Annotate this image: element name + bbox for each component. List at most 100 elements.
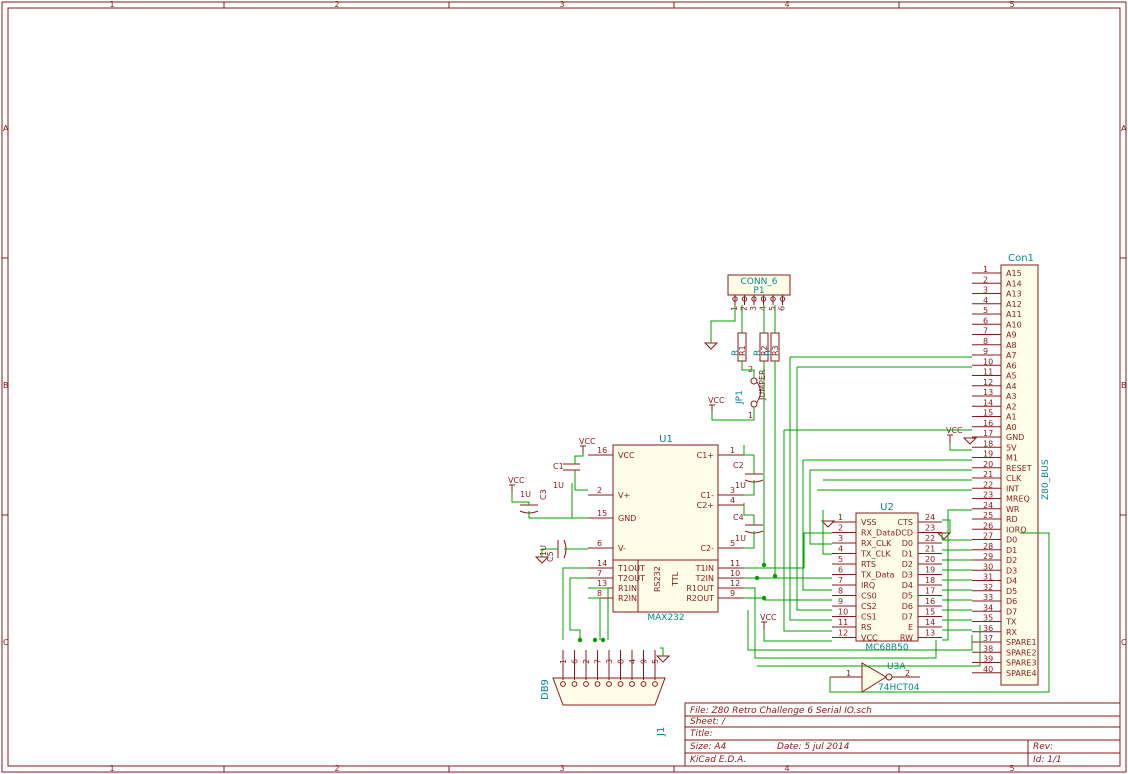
- u2-pin-name: RTS: [861, 560, 876, 569]
- con1-pin-number: 36: [983, 624, 993, 633]
- u1-pin-name: T1OUT: [617, 564, 645, 573]
- u3-pin-in: 1: [846, 669, 851, 678]
- frame-col-label-top: 1: [109, 0, 114, 9]
- con1-pin-name: A14: [1006, 279, 1022, 288]
- title-sheet: Sheet: /: [690, 717, 726, 727]
- con1-pin-name: A7: [1006, 351, 1017, 360]
- inverter-u3a: U3A 74HCT04 1 2: [830, 662, 920, 693]
- con1-pin-name: D5: [1006, 587, 1017, 596]
- p1-pin-number: 4: [759, 306, 768, 311]
- con1-pin-number: 22: [983, 480, 993, 489]
- title-id: Id: 1/1: [1033, 755, 1062, 765]
- frame-row-label-left: C: [3, 638, 9, 647]
- u2-pin-number: 10: [838, 608, 848, 617]
- u1-pin-number: 16: [597, 446, 607, 455]
- con1-pin-number: 24: [983, 501, 993, 510]
- con1-pin-name: A9: [1006, 331, 1017, 340]
- u2-pin-name: RS: [861, 623, 872, 632]
- u1-pin-name: VCC: [618, 451, 635, 460]
- con1-pin-name: SPARE3: [1006, 659, 1037, 668]
- con1-pin-number: 37: [983, 634, 993, 643]
- frame-col-label-top: 2: [334, 0, 339, 9]
- j1-pin-contact: [652, 681, 658, 687]
- u2-pin-number: 16: [925, 597, 935, 606]
- u2-pin-number: 13: [925, 629, 935, 638]
- title-size: Size: A4: [690, 742, 727, 752]
- junctions: [577, 562, 778, 643]
- j1-pin-number: 8: [617, 659, 626, 664]
- j1-pin-number: 5: [651, 659, 660, 664]
- ic-u2-mc68b50: U2 MC68B50 1VSS2RX_Data3RX_CLK4TX_CLK5RT…: [832, 502, 942, 653]
- con1-pin-number: 39: [983, 655, 993, 664]
- con1-pin-name: D3: [1006, 566, 1017, 575]
- title-date: Date: 5 jul 2014: [777, 742, 850, 752]
- u1-pin-name: T1IN: [695, 564, 714, 573]
- u1-pin-name: GND: [618, 514, 636, 523]
- con1-pin-number: 6: [983, 316, 988, 325]
- con1-pin-name: A15: [1006, 269, 1022, 278]
- con1-pin-number: 17: [983, 429, 993, 438]
- p1-pin-circle: [779, 296, 786, 302]
- frame-row-label-right: B: [1121, 381, 1127, 390]
- u2-pin-name: D0: [902, 539, 913, 548]
- j1-name: DB9: [540, 679, 551, 700]
- r3-value: R: [764, 350, 774, 356]
- con1-pin-name: A4: [1006, 382, 1017, 391]
- u3-ref: U3A: [887, 662, 906, 672]
- u2-pin-name: E: [908, 623, 913, 632]
- c5-value: 1U: [539, 545, 548, 556]
- u3-name: 74HCT04: [878, 683, 920, 693]
- c2-value: 1U: [735, 481, 746, 490]
- frame-row-label-left: B: [3, 381, 9, 390]
- j1-pin-contact: [571, 681, 578, 687]
- u2-pin-name: D7: [902, 613, 913, 622]
- u2-pin-number: 21: [925, 545, 935, 554]
- u1-pin-number: 12: [730, 579, 740, 588]
- frame-col-label-top: 5: [1009, 0, 1014, 9]
- con1-pin-number: 5: [983, 306, 988, 315]
- u1-pin-name: R1IN: [618, 584, 637, 593]
- jumper-jp1: 2 1 JP1 JUMPER: [735, 365, 767, 420]
- u3-pin-out: 2: [905, 669, 910, 678]
- con1-pin-number: 11: [983, 368, 993, 377]
- title-rev: Rev:: [1033, 742, 1053, 752]
- con1-pin-number: 9: [983, 347, 988, 356]
- u1-pin-number: 5: [730, 539, 735, 548]
- con1-pin-number: 14: [983, 398, 993, 407]
- j1-pin-number: 6: [571, 659, 580, 664]
- p1-pin-circle: [741, 296, 748, 302]
- u2-pin-number: 11: [838, 618, 848, 627]
- u2-pin-number: 17: [925, 587, 935, 596]
- con1-pin-name: M1: [1006, 454, 1018, 463]
- con1-pin-number: 28: [983, 542, 993, 551]
- u1-pin-name: R2OUT: [686, 594, 714, 603]
- u1-pin-name: V-: [618, 544, 626, 553]
- title-tool: KiCad E.D.A.: [690, 755, 746, 765]
- frame-col-label-top: 4: [784, 0, 789, 9]
- con1-pin-number: 15: [983, 409, 993, 418]
- con1-pin-name: RX: [1006, 628, 1018, 637]
- frame-col-label-bottom: 4: [784, 764, 789, 773]
- con1-pin-number: 38: [983, 644, 993, 653]
- vcc-label-5: VCC: [760, 613, 777, 622]
- con1-pin-name: WR: [1006, 505, 1020, 514]
- con1-ref: Con1: [1008, 253, 1034, 264]
- con1-pin-name: A12: [1006, 300, 1022, 309]
- u1-pin-name: C1+: [697, 451, 714, 460]
- u2-pin-name: VCC: [861, 634, 878, 643]
- u2-pin-name: CTS: [897, 518, 913, 527]
- u2-pin-number: 9: [838, 597, 843, 606]
- u2-pin-number: 3: [838, 534, 843, 543]
- j1-ref: J1: [656, 727, 667, 737]
- con1-pin-number: 2: [983, 275, 988, 284]
- p1-pin-number: 2: [740, 306, 749, 311]
- u1-pin-number: 7: [597, 569, 602, 578]
- r2-value: R: [753, 350, 763, 356]
- ic-u1-max232: U1 MAX232 RS232 TTL 16VCC2V+15GND6V-14T1…: [588, 434, 744, 623]
- frame-row-label-left: A: [3, 124, 9, 133]
- u2-pin-number: 18: [925, 576, 935, 585]
- u2-pin-number: 22: [925, 534, 935, 543]
